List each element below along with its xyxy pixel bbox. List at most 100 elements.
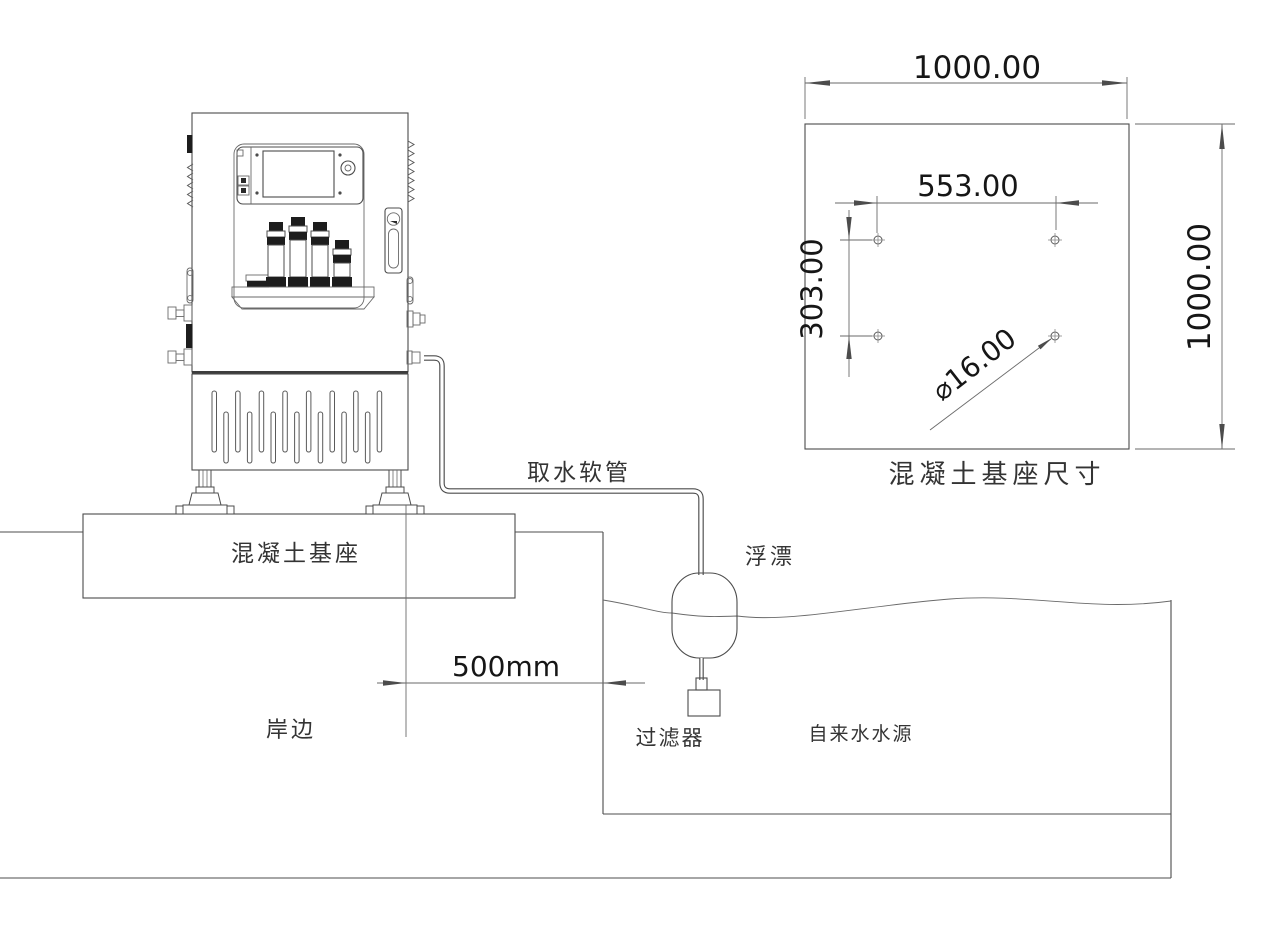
- bottle-row: [266, 217, 352, 287]
- label-hose: 取水软管: [527, 460, 631, 485]
- arrowhead: [1056, 200, 1079, 206]
- arrowhead: [805, 80, 830, 86]
- leveling-feet: [175, 469, 425, 515]
- foot-pad: [378, 492, 412, 506]
- vent-slot: [305, 390, 312, 453]
- hinge-block-top: [187, 135, 193, 153]
- vent-slot: [282, 390, 288, 453]
- valve-flange: [183, 348, 193, 366]
- bottle-collar: [266, 230, 286, 238]
- vent-slot: [223, 411, 229, 464]
- screw-dot: [255, 191, 259, 195]
- dimension-base-width-text: 1000.00: [913, 50, 1041, 86]
- vent-slot: [329, 390, 335, 453]
- hose-inner: [424, 356, 703, 575]
- right-gland-fitting: [406, 310, 426, 328]
- bottle-base: [332, 277, 352, 287]
- bottle-base: [266, 277, 286, 287]
- analyzer-cabinet: [167, 112, 426, 515]
- screw-dot: [338, 153, 342, 157]
- bottle-body: [311, 244, 329, 278]
- bottle-tray: [231, 286, 375, 298]
- left-hinge-slot: [186, 267, 194, 304]
- concrete-base: [82, 513, 516, 599]
- valve-nut: [167, 350, 177, 364]
- label-filter: 过滤器: [636, 726, 705, 750]
- label-concrete-base: 混凝土基座: [231, 541, 361, 566]
- gland-tip: [419, 314, 426, 324]
- leader-line: [929, 338, 1052, 431]
- left-latch-marks: [186, 163, 194, 208]
- bottle-collar: [332, 248, 352, 256]
- shore-ground: [0, 531, 1171, 879]
- water-surface: [602, 597, 1172, 619]
- foot-bolt-tab: [175, 505, 184, 515]
- bottle-base: [288, 277, 308, 287]
- vent-slot: [258, 390, 265, 453]
- arrowhead: [1037, 338, 1052, 350]
- cabinet-divider: [192, 371, 408, 375]
- anchor-bolt-hole: [871, 329, 885, 343]
- vent-slot: [364, 411, 371, 464]
- vent-slot: [235, 390, 241, 453]
- right-side-fittings: [406, 140, 426, 365]
- bottle-cap: [269, 222, 283, 231]
- foot-flange: [372, 504, 418, 515]
- float-buoy: [671, 572, 738, 680]
- outlet-nut: [411, 351, 421, 364]
- foot-stem: [388, 469, 402, 490]
- valve-stem: [175, 309, 185, 317]
- screen-module-panel: [236, 146, 364, 205]
- anchor-bolt-holes: [871, 233, 1062, 343]
- hinge-pin: [187, 270, 193, 276]
- bottle: [266, 222, 286, 287]
- latch-mark: [407, 149, 415, 158]
- bottle-tray-lip: [231, 296, 375, 310]
- dimension-hole-spacing-y-text: 303.00: [795, 238, 829, 339]
- foot-nut: [195, 486, 215, 494]
- dimension-hole-spacing-y: 303.00: [795, 210, 872, 377]
- handle-plate: [384, 207, 403, 274]
- right-hinge-slot: [406, 276, 414, 305]
- label-base-caption: 混凝土基座尺寸: [888, 460, 1105, 489]
- valve-stem: [175, 353, 185, 361]
- anchor-bolt-hole: [871, 233, 885, 247]
- cabinet-door: [231, 143, 375, 310]
- right-latch-marks: [407, 140, 415, 203]
- foot-bolt-tab: [365, 505, 374, 515]
- bottle-body: [267, 244, 285, 278]
- arrowhead: [603, 680, 626, 686]
- latch-mark: [407, 194, 415, 203]
- foot-nut: [385, 486, 405, 494]
- latch-mark: [407, 167, 415, 176]
- arrowhead: [1102, 80, 1127, 86]
- valve-nut: [167, 306, 177, 320]
- bottle-shoulder: [289, 232, 307, 240]
- foot-bolt-tab: [416, 505, 425, 515]
- bottle-shoulder: [311, 237, 329, 245]
- vent-slot: [270, 411, 276, 464]
- latch-mark: [186, 163, 194, 172]
- bottle-collar: [310, 230, 330, 238]
- handle-slot: [388, 228, 399, 269]
- dimension-hole-diameter: ⌀16.00: [926, 322, 1052, 431]
- anchor-bolt-hole: [1048, 329, 1062, 343]
- hose-outlet-fitting: [406, 350, 421, 365]
- arrowhead: [854, 200, 877, 206]
- latch-mark: [186, 199, 194, 208]
- latch-mark: [407, 176, 415, 185]
- float-body: [671, 572, 738, 659]
- label-float: 浮漂: [745, 544, 795, 569]
- bottle: [288, 217, 308, 287]
- vent-slot: [317, 411, 324, 464]
- latch-mark: [407, 185, 415, 194]
- vent-slot: [294, 411, 300, 464]
- inlet-filter: [687, 677, 721, 717]
- leveling-foot: [365, 469, 425, 515]
- hinge-pin: [407, 278, 413, 284]
- vent-slot: [376, 390, 383, 453]
- connector-pin: [241, 188, 246, 193]
- latch-mark: [407, 158, 415, 167]
- bottle-shoulder: [267, 237, 285, 245]
- valve-flange: [183, 304, 193, 322]
